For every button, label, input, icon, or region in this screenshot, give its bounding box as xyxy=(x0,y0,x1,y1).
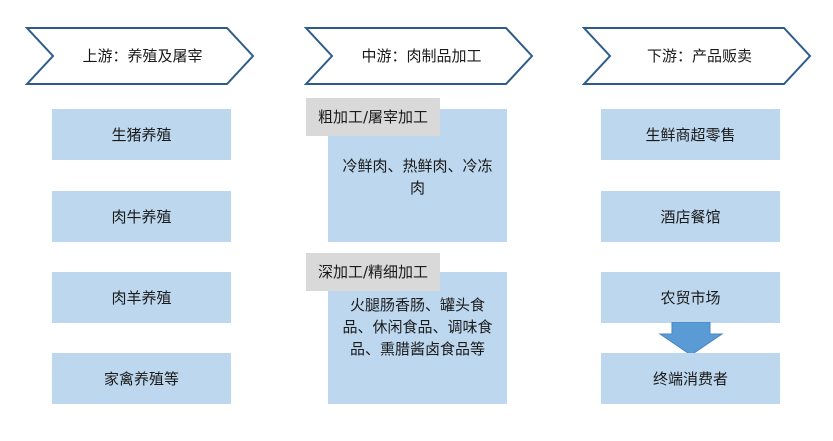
downstream-item-supermarket: 生鲜商超零售 xyxy=(601,109,780,160)
chevron-upstream-shape xyxy=(24,27,255,85)
downstream-item-restaurant: 酒店餐馆 xyxy=(601,191,780,242)
upstream-item-sheep: 肉羊养殖 xyxy=(52,272,231,323)
downstream-item-market: 农贸市场 xyxy=(601,272,780,323)
midstream-rough-text: 冷鲜肉、热鲜肉、冷冻肉 xyxy=(342,157,493,197)
upstream-item-pig: 生猪养殖 xyxy=(52,109,231,160)
midstream-rough-tag: 粗加工/屠宰加工 xyxy=(306,98,441,136)
midstream-deep-tag: 深加工/精细加工 xyxy=(306,253,441,291)
downstream-title: 下游：产品贩卖 xyxy=(646,47,752,65)
upstream-item-cattle: 肉牛养殖 xyxy=(52,191,231,242)
chevron-downstream-shape xyxy=(581,27,812,85)
upstream-item-poultry: 家禽养殖等 xyxy=(52,353,231,404)
downstream-consumer: 终端消费者 xyxy=(601,353,780,404)
chevron-midstream-shape xyxy=(303,27,534,85)
midstream-title: 中游：肉制品加工 xyxy=(361,47,482,65)
down-arrow-icon xyxy=(658,322,724,356)
upstream-title: 上游：养殖及屠宰 xyxy=(82,47,203,65)
midstream-deep-text: 火腿肠香肠、罐头食品、休闲食品、调味食品、熏腊酱卤食品等 xyxy=(342,296,493,358)
midstream-deep-box: 火腿肠香肠、罐头食品、休闲食品、调味食品、熏腊酱卤食品等 xyxy=(328,272,507,404)
